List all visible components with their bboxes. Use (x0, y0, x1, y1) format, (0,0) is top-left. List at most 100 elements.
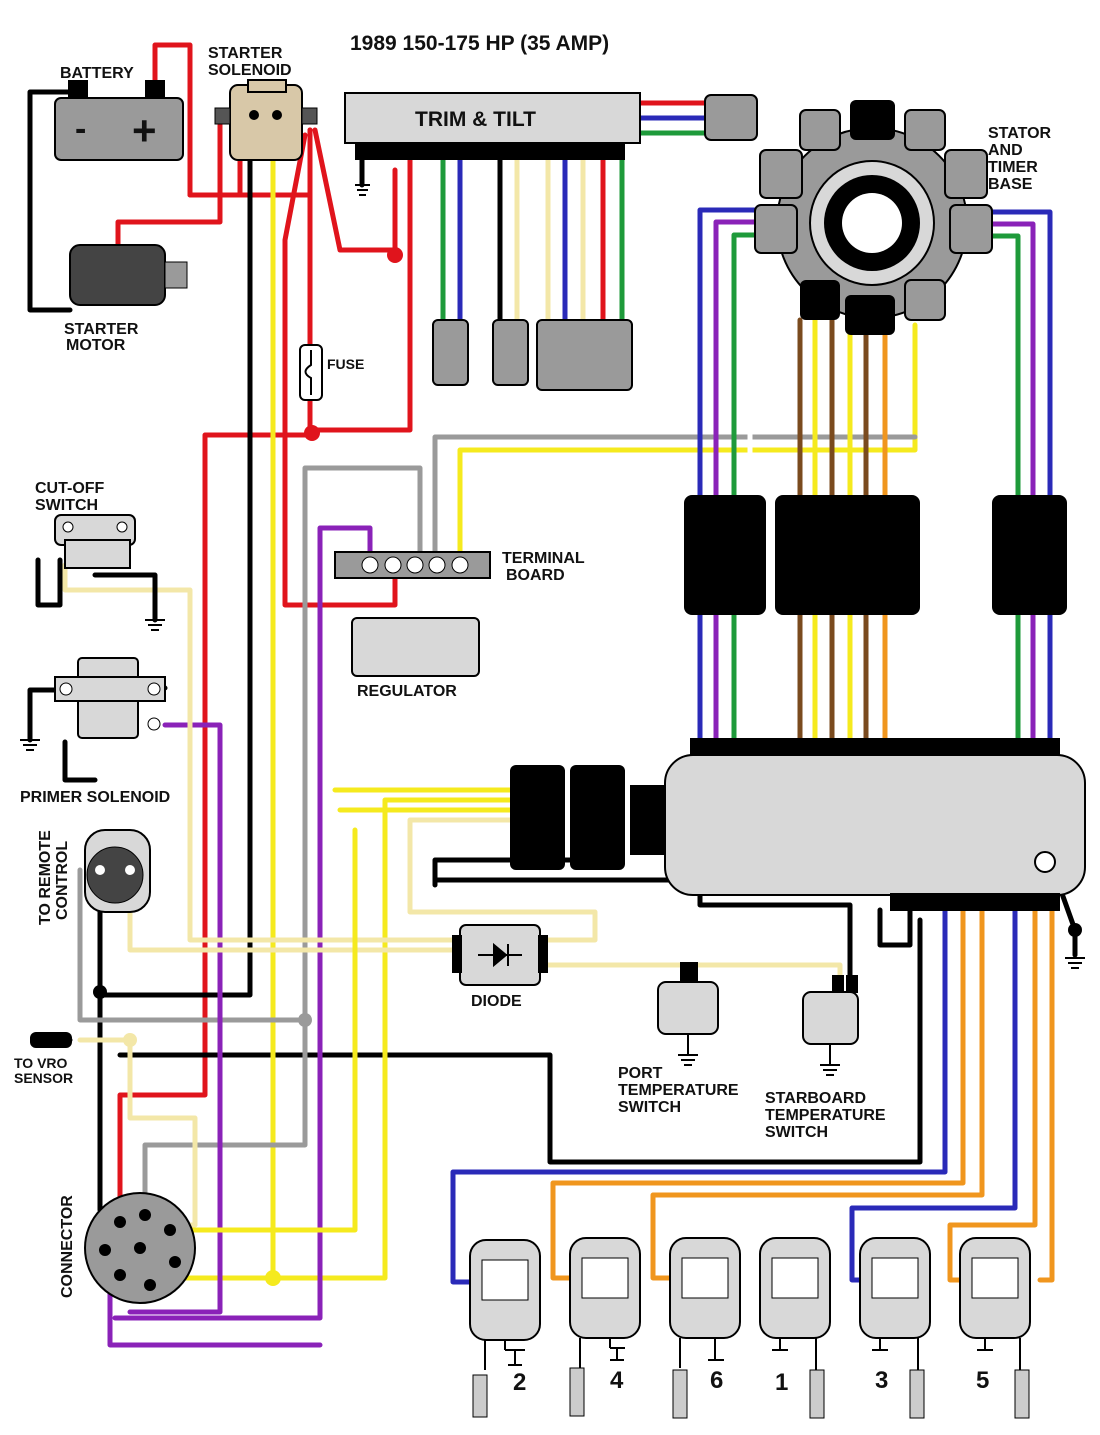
power-pack-side-pins (630, 785, 665, 855)
power-pack-ground-screw (1034, 851, 1056, 873)
wire-red-terminal (282, 132, 398, 608)
junction-red-2 (304, 425, 320, 441)
coil-1 (759, 1237, 831, 1419)
junction-gray (298, 1013, 312, 1027)
coil-number-1: 1 (775, 1369, 788, 1396)
starboard-label-2: TEMPERATURE (765, 1107, 886, 1124)
coil-number-6: 6 (710, 1367, 723, 1394)
primer-label: PRIMER SOLENOID (20, 789, 170, 806)
wire-black-starboard (117, 917, 923, 1165)
port-label-2: TEMPERATURE (618, 1082, 739, 1099)
starboard-temperature-switch (802, 975, 859, 1076)
ignition-coils (469, 1237, 1031, 1419)
starboard-label-1: STARBOARD (765, 1090, 866, 1107)
wire-tan-diode (407, 817, 598, 943)
coil-number-5: 5 (976, 1367, 989, 1394)
harness-connectors (510, 495, 1067, 870)
trim-tilt-label: TRIM & TILT (415, 108, 536, 131)
diode-label: DIODE (471, 993, 522, 1010)
wire-black-main (97, 122, 253, 1213)
wire-cutoff-ground (35, 557, 158, 623)
wire-yellow-connector (270, 797, 523, 1281)
coil-6 (669, 1237, 741, 1419)
wire-yellow-stator (457, 322, 918, 568)
power-pack-bottom-header (890, 893, 1060, 911)
wire-stator-purple-l (713, 219, 763, 748)
terminal-label-1: TERMINAL (502, 550, 585, 567)
wire-gray-stator (432, 434, 918, 573)
stator-label-4: BASE (988, 176, 1033, 193)
port-label-1: PORT (618, 1065, 663, 1082)
wire-red-fuse-out (312, 157, 413, 433)
cutoff-ground-icon (145, 619, 165, 631)
wire-stator-purple-r (987, 221, 1036, 748)
terminal-board (334, 551, 491, 579)
starter-solenoid (214, 79, 318, 161)
stator-assembly (754, 100, 993, 335)
primer-ground-icon (20, 739, 40, 751)
wire-starter-motor (115, 122, 223, 248)
stator-label-3: TIMER (988, 159, 1038, 176)
terminal-label-2: BOARD (506, 567, 565, 584)
starter-motor-label-1: STARTER (64, 321, 139, 338)
starter-motor-label-2: MOTOR (66, 337, 126, 354)
junction-ground (1068, 923, 1082, 937)
wire-yellow-bundle (182, 787, 523, 1233)
wire-coil1 (947, 907, 1038, 1283)
cutoff-label-1: CUT-OFF (35, 480, 105, 497)
trim-tilt-module (344, 92, 758, 391)
regulator (351, 617, 480, 677)
battery-minus-sign: - (75, 110, 86, 148)
cutoff-label-2: SWITCH (35, 497, 98, 514)
stator-label-1: STATOR (988, 125, 1052, 142)
coil-number-2: 2 (513, 1369, 526, 1396)
junction-tan (123, 1033, 137, 1047)
wire-purple-loop (107, 1277, 323, 1348)
wire-battery-negative (27, 89, 83, 313)
trim-ground-icon (355, 184, 370, 196)
junction-black (93, 985, 107, 999)
wire-coil6 (650, 907, 985, 1281)
vro-label-1: TO VRO (14, 1055, 68, 1071)
coil-3 (859, 1237, 931, 1419)
fuse (299, 344, 323, 401)
remote-label-2: CONTROL (54, 841, 71, 920)
wire-coil2 (450, 907, 948, 1285)
connector-label: CONNECTOR (59, 1195, 76, 1298)
solenoid-label-1: STARTER (208, 45, 283, 62)
remote-label-1: TO REMOTE (37, 830, 54, 925)
wire-stator-green-l (731, 232, 763, 748)
solenoid-label-2: SOLENOID (208, 62, 292, 79)
wire-battery-positive (152, 42, 243, 198)
junction-yellow (265, 1270, 281, 1286)
diagram-title: 1989 150-175 HP (35 AMP) (350, 32, 609, 55)
wire-coil3 (849, 907, 1018, 1283)
power-pack-ground-icon (1065, 957, 1085, 969)
wire-gray-remote (77, 867, 308, 1023)
battery-plus-sign: + (132, 107, 157, 154)
wire-primer-loop (62, 739, 98, 783)
starter-motor (69, 244, 188, 306)
port-temperature-switch (657, 962, 719, 1066)
remote-control-plug (84, 829, 151, 913)
wire-red-trim (312, 127, 398, 253)
coil-4 (569, 1237, 641, 1417)
fuse-label: FUSE (327, 356, 364, 372)
cutoff-switch (54, 514, 136, 569)
starboard-label-3: SWITCH (765, 1124, 828, 1141)
wire-purple-regulator (112, 525, 373, 1321)
coil-number-3: 3 (875, 1367, 888, 1394)
coil-2 (469, 1239, 541, 1418)
coil-number-4: 4 (610, 1367, 624, 1394)
vro-plug (30, 1032, 72, 1048)
diode (452, 924, 548, 986)
vro-label-2: SENSOR (14, 1070, 73, 1086)
power-pack-header (690, 738, 1060, 756)
battery-label: BATTERY (60, 65, 134, 82)
power-pack (664, 754, 1086, 896)
coil-5 (959, 1237, 1031, 1419)
regulator-label: REGULATOR (357, 683, 457, 700)
wire-coil4 (550, 907, 966, 1281)
